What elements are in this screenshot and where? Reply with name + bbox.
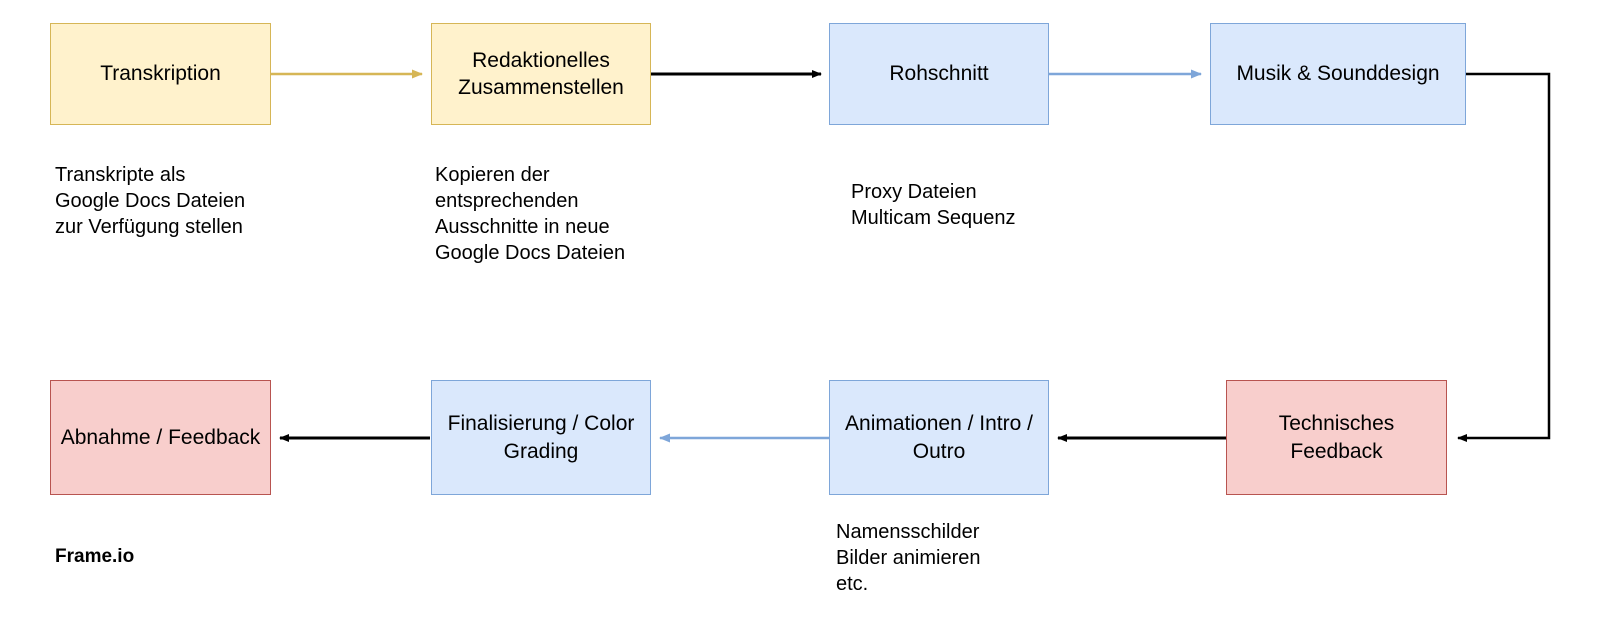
note-animationen-intro-outro: Namensschilder Bilder animieren etc.	[836, 521, 981, 595]
note-redaktionelles-zusammenstellen: Kopieren der entsprechenden Ausschnitte …	[435, 164, 626, 264]
node-redaktionelles-zusammenstellen[interactable]: Redaktionelles Zusammenstellen	[431, 23, 651, 125]
node-musik-sounddesign[interactable]: Musik & Sounddesign	[1210, 23, 1466, 125]
edge-musik-technisches	[1457, 72, 1551, 442]
note-abnahme-feedback: Frame.io	[55, 546, 135, 567]
node-abnahme-feedback[interactable]: Abnahme / Feedback	[50, 380, 271, 495]
node-redaktionelles-zusammenstellen-label: Redaktionelles Zusammenstellen	[458, 48, 624, 99]
node-animationen-intro-outro-label: Animationen / Intro / Outro	[845, 412, 1033, 463]
node-musik-sounddesign-label: Musik & Sounddesign	[1236, 62, 1440, 86]
node-transkription[interactable]: Transkription	[50, 23, 271, 125]
node-rohschnitt-label: Rohschnitt	[889, 62, 989, 86]
node-animationen-intro-outro[interactable]: Animationen / Intro / Outro	[829, 380, 1049, 495]
node-finalisierung-color-grading[interactable]: Finalisierung / Color Grading	[431, 380, 651, 495]
node-finalisierung-color-grading-label: Finalisierung / Color Grading	[447, 412, 635, 463]
note-transkription: Transkripte als Google Docs Dateien zur …	[55, 164, 246, 238]
node-abnahme-feedback-label: Abnahme / Feedback	[60, 425, 261, 449]
node-rohschnitt[interactable]: Rohschnitt	[829, 23, 1049, 125]
node-technisches-feedback-label: Technisches Feedback	[1278, 412, 1395, 463]
node-technisches-feedback[interactable]: Technisches Feedback	[1226, 380, 1447, 495]
node-transkription-label: Transkription	[100, 62, 221, 86]
note-rohschnitt: Proxy Dateien Multicam Sequenz	[851, 181, 1016, 229]
